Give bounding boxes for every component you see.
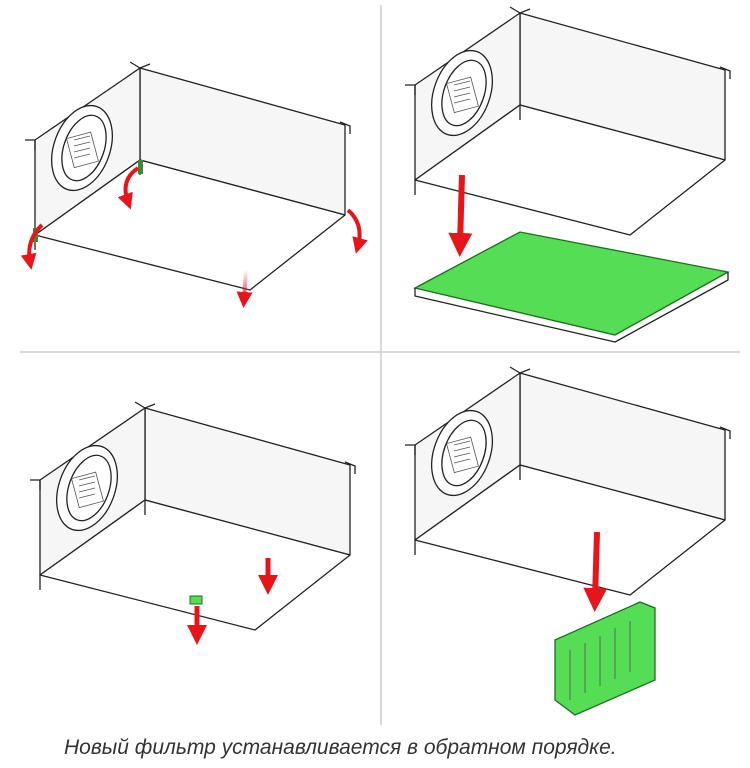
filter-latch (189, 595, 203, 605)
filter-cover-panel (413, 231, 730, 336)
ventilation-unit (404, 6, 731, 236)
bag-filter (554, 601, 656, 716)
arrow-icon (117, 166, 140, 210)
arrow-icon (583, 531, 608, 612)
arrow-icon (236, 269, 253, 308)
arrow-icon (448, 174, 473, 257)
ventilation-unit (24, 61, 351, 291)
arrow-icon (346, 208, 368, 254)
panel-step-4 (404, 366, 731, 716)
panel-step-1 (20, 61, 368, 308)
panel-step-2 (404, 6, 731, 343)
arrow-icon (20, 223, 44, 270)
instruction-caption: Новый фильтр устанавливается в обратном … (64, 736, 617, 759)
panel-step-3 (29, 401, 356, 645)
latch-green-right (138, 160, 143, 174)
ventilation-unit (404, 366, 731, 596)
